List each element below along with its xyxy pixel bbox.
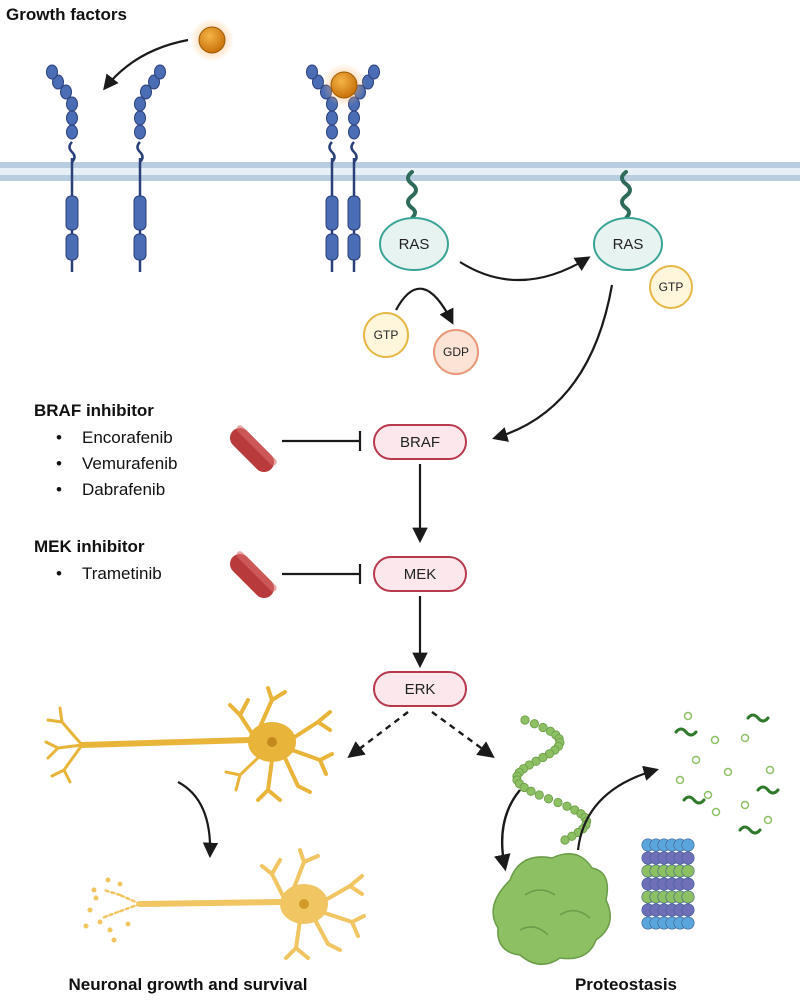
cell-membrane xyxy=(0,162,800,181)
ras-to-braf-arrow xyxy=(492,284,614,442)
braf-inhibition-line xyxy=(282,431,362,451)
protein-aggregate-icon xyxy=(492,853,611,965)
healthy-neuron-icon xyxy=(44,686,334,802)
degenerating-neuron-icon xyxy=(100,848,366,960)
neuron-degeneration-arrow xyxy=(177,781,219,859)
braf-label: BRAF xyxy=(400,434,440,451)
ras-active: RAS GTP xyxy=(593,170,693,309)
ras-active-label: RAS xyxy=(613,236,644,253)
braf-drug-2: Vemurafenib xyxy=(82,454,177,473)
mek-inhibitor-title: MEK inhibitor xyxy=(34,537,145,556)
receptor-monomers xyxy=(46,64,166,272)
growth-factors-label: Growth factors xyxy=(6,5,127,24)
erk-label: ERK xyxy=(405,681,436,698)
proteasome-icon xyxy=(641,838,695,930)
peptide-fragments-icon xyxy=(674,711,780,835)
mek-inhibitor-pill-icon xyxy=(229,551,277,599)
proteostasis-label: Proteostasis xyxy=(575,975,677,994)
ras-inactive-label: RAS xyxy=(399,236,430,253)
braf-bullet-3: • xyxy=(56,480,62,499)
braf-drug-3: Dabrafenib xyxy=(82,480,165,499)
braf-node: BRAF xyxy=(373,424,467,460)
growth-factor-ligand-free xyxy=(190,18,234,62)
aggregation-arrow xyxy=(494,789,521,872)
mek-inhibition-line xyxy=(282,564,362,584)
ligand-binding-arrow xyxy=(103,38,189,91)
gtp-bound-label: GTP xyxy=(659,280,684,294)
braf-inhibitor-title: BRAF inhibitor xyxy=(34,401,154,420)
braf-bullet-1: • xyxy=(56,428,62,447)
degradation-arrow xyxy=(576,765,659,851)
exchange-arrow xyxy=(395,287,454,325)
gtp-label: GTP xyxy=(374,328,399,342)
erk-node: ERK xyxy=(373,671,467,707)
braf-bullet-2: • xyxy=(56,454,62,473)
mek-inhibitor-group: MEK inhibitor • Trametinib xyxy=(34,537,162,583)
mek-node: MEK xyxy=(373,556,467,592)
braf-drug-1: Encorafenib xyxy=(82,428,173,447)
braf-inhibitor-group: BRAF inhibitor • Encorafenib • Vemurafen… xyxy=(34,401,177,499)
erk-to-neuronal-arrow xyxy=(347,711,409,759)
braf-inhibitor-pill-icon xyxy=(229,425,277,473)
gtp-gdp-exchange: GTP GDP xyxy=(363,287,479,375)
ras-inactive: RAS xyxy=(379,170,449,271)
neurite-debris xyxy=(83,877,131,943)
unfolded-protein-chain-icon xyxy=(512,715,592,845)
mek-bullet-1: • xyxy=(56,564,62,583)
growth-factor-ligand-bound xyxy=(322,63,366,107)
erk-to-proteostasis-arrow xyxy=(431,711,495,758)
gdp-label: GDP xyxy=(443,345,469,359)
mek-label: MEK xyxy=(404,566,437,583)
ras-activation-arrow xyxy=(459,256,591,282)
neuronal-growth-label: Neuronal growth and survival xyxy=(69,975,308,994)
mek-drug-1: Trametinib xyxy=(82,564,162,583)
